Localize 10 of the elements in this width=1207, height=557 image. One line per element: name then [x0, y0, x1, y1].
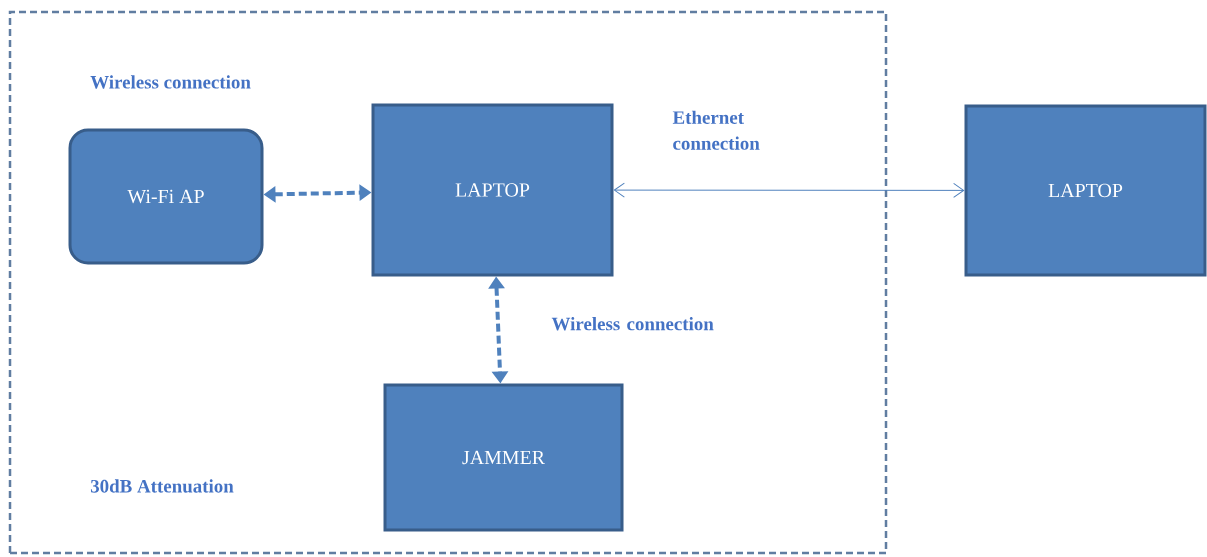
process-box: LAPTOP: [371, 103, 614, 277]
text-label: Wireless connection: [90, 75, 251, 89]
text-label: 30dB Attenuation: [90, 479, 234, 493]
enclosure-box: [8, 10, 888, 555]
edge-label: Ethernet connection: [672, 110, 760, 150]
rounded-box: Wi-Fi AP: [68, 128, 264, 265]
arrow: [613, 182, 965, 198]
process-box: JAMMER: [383, 383, 624, 532]
process-box: LAPTOP: [964, 104, 1207, 277]
edge-label: Wireless connection: [551, 317, 714, 331]
